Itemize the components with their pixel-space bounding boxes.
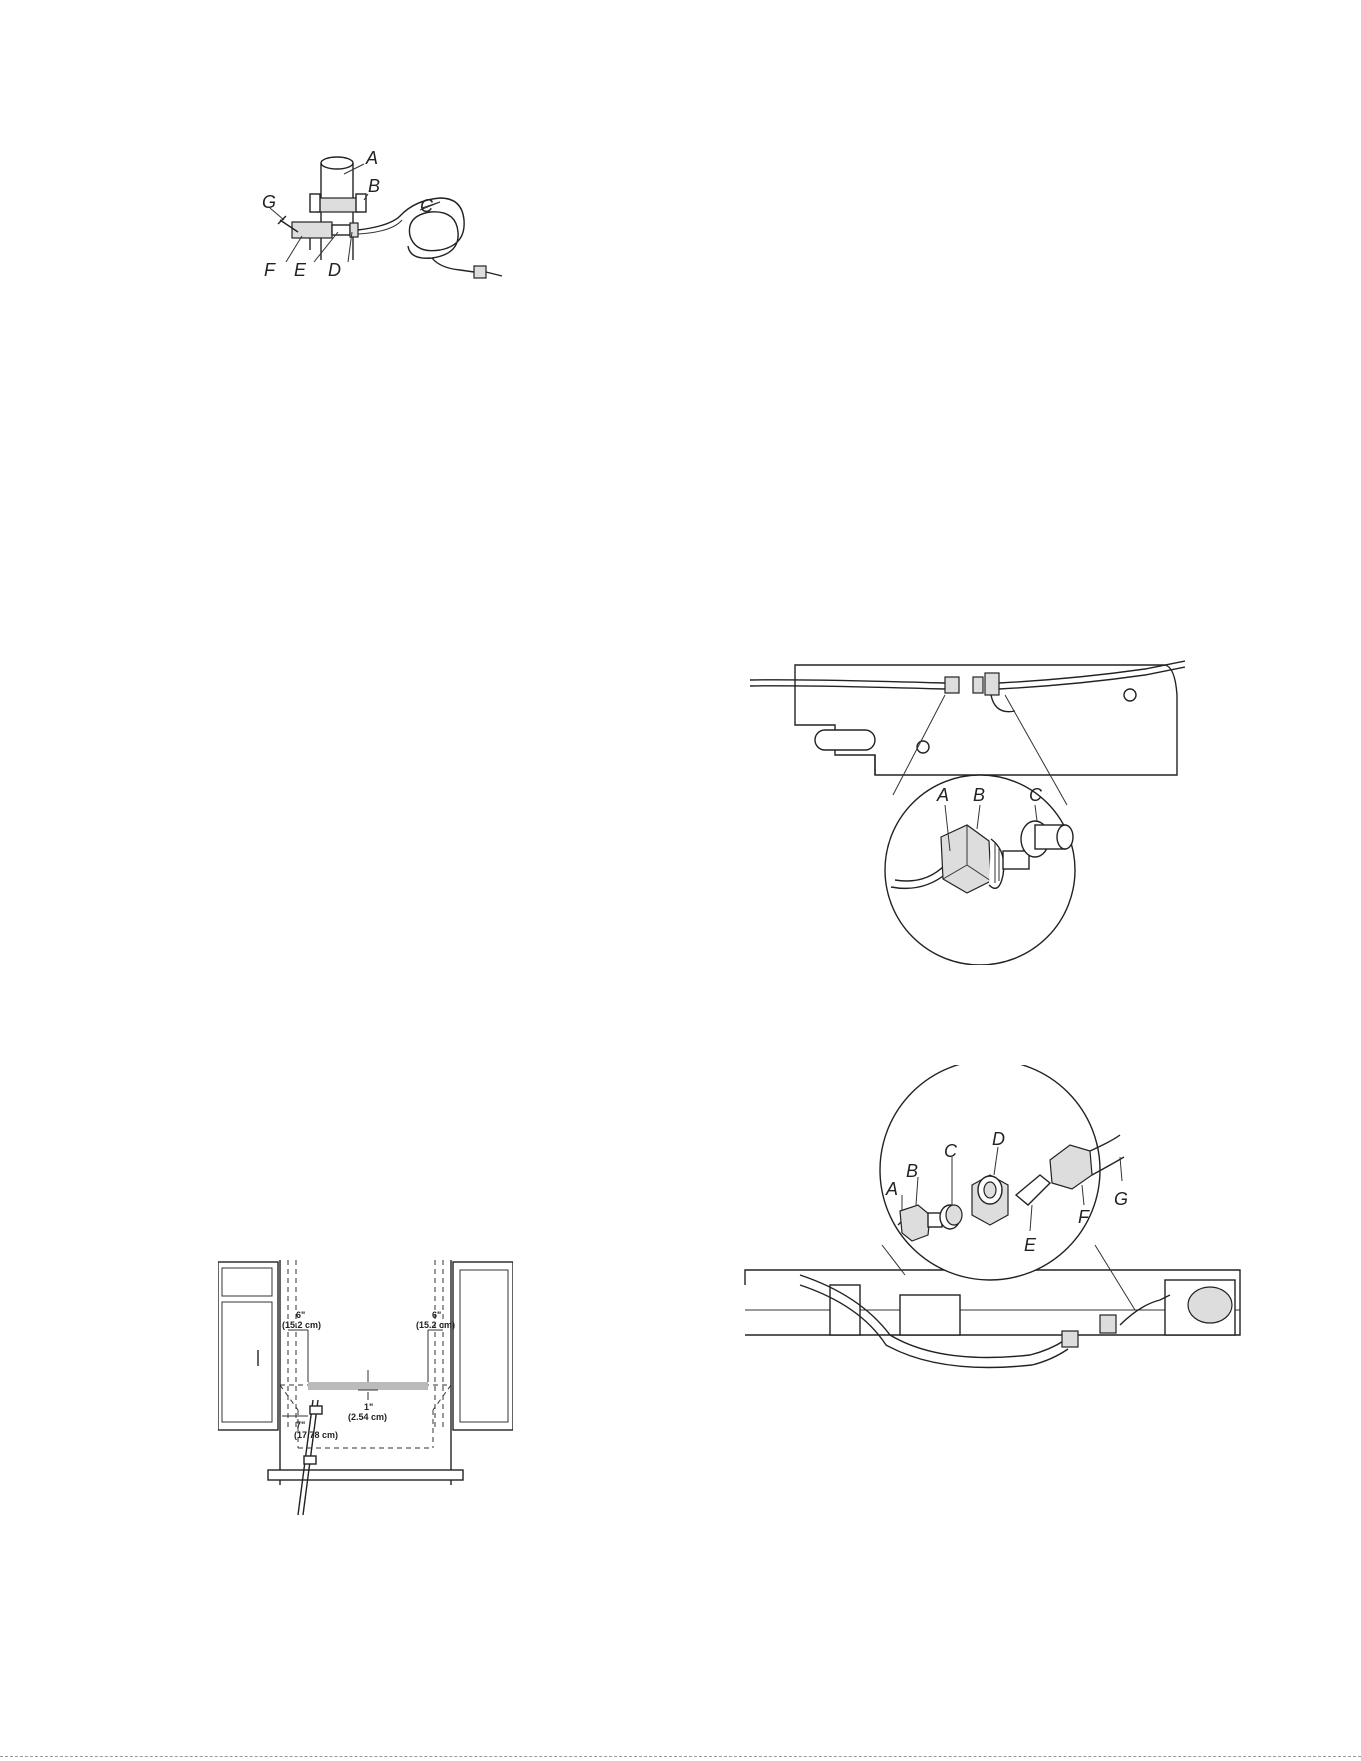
dim-floor-in: 1" (364, 1402, 373, 1412)
dim-left-cm: (15.2 cm) (282, 1320, 321, 1330)
label-f: F (1078, 1207, 1090, 1227)
label-a: A (365, 150, 378, 168)
label-a: A (885, 1179, 898, 1199)
saddle-valve-illustration: A B C D E F G (240, 150, 510, 320)
label-g: G (1114, 1189, 1128, 1209)
compression-fitting-illustration: A B C D E F G (740, 1065, 1250, 1385)
label-a: A (936, 785, 949, 805)
page-bottom-rule (0, 1756, 1361, 1757)
dim-right-in: 6" (432, 1310, 441, 1320)
tube-connection-figure: A B C (745, 655, 1185, 965)
label-c: C (1029, 785, 1043, 805)
label-b: B (368, 176, 380, 196)
dim-side-cm: (17.78 cm) (294, 1430, 338, 1440)
label-f: F (264, 260, 276, 280)
label-b: B (906, 1161, 918, 1181)
label-g: G (262, 192, 276, 212)
label-c: C (944, 1141, 958, 1161)
dim-floor-cm: (2.54 cm) (348, 1412, 387, 1422)
tube-connection-illustration: A B C (745, 655, 1185, 965)
label-d: D (992, 1129, 1005, 1149)
dim-left-in: 6" (296, 1310, 305, 1320)
label-c: C (420, 196, 434, 216)
cabinet-opening-illustration: 6" (15.2 cm) 6" (15.2 cm) 1" (2.54 cm) 7… (218, 1260, 513, 1520)
saddle-valve-figure: A B C D E F G (240, 150, 510, 320)
dim-side-in: 7" (296, 1420, 305, 1430)
dim-right-cm: (15.2 cm) (416, 1320, 455, 1330)
compression-fitting-figure: A B C D E F G (740, 1065, 1250, 1385)
label-e: E (1024, 1235, 1037, 1255)
label-b: B (973, 785, 985, 805)
cabinet-opening-figure: 6" (15.2 cm) 6" (15.2 cm) 1" (2.54 cm) 7… (218, 1260, 513, 1520)
label-e: E (294, 260, 307, 280)
label-d: D (328, 260, 341, 280)
